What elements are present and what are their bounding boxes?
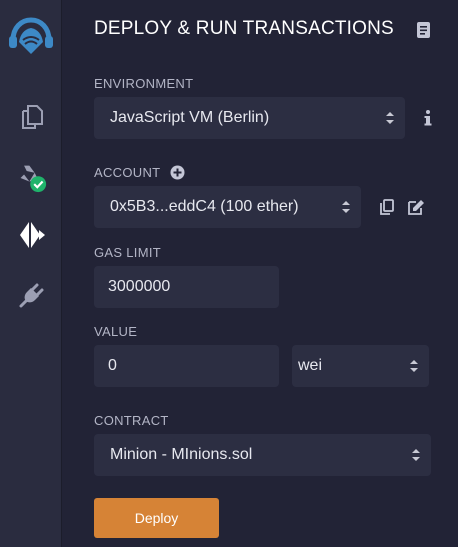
gas-limit-value: 3000000 <box>108 278 171 295</box>
file-explorer-icon[interactable] <box>17 102 47 132</box>
select-arrows-icon <box>412 449 420 461</box>
select-arrows-icon <box>386 112 394 124</box>
value-input[interactable]: 0 <box>94 345 279 387</box>
icon-sidebar <box>0 0 62 547</box>
environment-value: JavaScript VM (Berlin) <box>110 109 270 126</box>
value-unit: wei <box>298 357 323 374</box>
documentation-icon[interactable] <box>416 21 432 39</box>
gas-limit-input[interactable]: 3000000 <box>94 266 279 308</box>
contract-label: CONTRACT <box>94 413 169 428</box>
solidity-compiler-icon[interactable] <box>17 163 47 193</box>
deploy-panel: DEPLOY & RUN TRANSACTIONS ENVIRONMENT Ja… <box>62 0 458 547</box>
value-unit-select[interactable]: wei <box>292 345 429 387</box>
plugin-manager-icon[interactable] <box>17 280 47 310</box>
select-arrows-icon <box>410 360 418 372</box>
contract-value: Minion - MInions.sol <box>110 446 253 463</box>
account-label: ACCOUNT <box>94 165 161 180</box>
add-account-icon[interactable] <box>170 165 185 185</box>
value-label: VALUE <box>94 324 138 339</box>
select-arrows-icon <box>342 201 350 213</box>
account-select[interactable]: 0x5B3...eddC4 (100 ether) <box>94 186 361 228</box>
deploy-button[interactable]: Deploy <box>94 498 219 538</box>
gas-limit-label: GAS LIMIT <box>94 245 161 260</box>
page-title: DEPLOY & RUN TRANSACTIONS <box>94 18 394 39</box>
environment-select[interactable]: JavaScript VM (Berlin) <box>94 97 405 139</box>
ethereum-deploy-icon[interactable] <box>17 220 47 250</box>
environment-label: ENVIRONMENT <box>94 76 194 91</box>
remix-logo-icon[interactable] <box>7 14 55 62</box>
account-value: 0x5B3...eddC4 (100 ether) <box>110 198 299 215</box>
contract-select[interactable]: Minion - MInions.sol <box>94 434 431 476</box>
info-icon[interactable] <box>424 110 432 131</box>
value-amount: 0 <box>108 357 117 374</box>
copy-icon[interactable] <box>380 199 394 220</box>
edit-icon[interactable] <box>408 199 425 220</box>
